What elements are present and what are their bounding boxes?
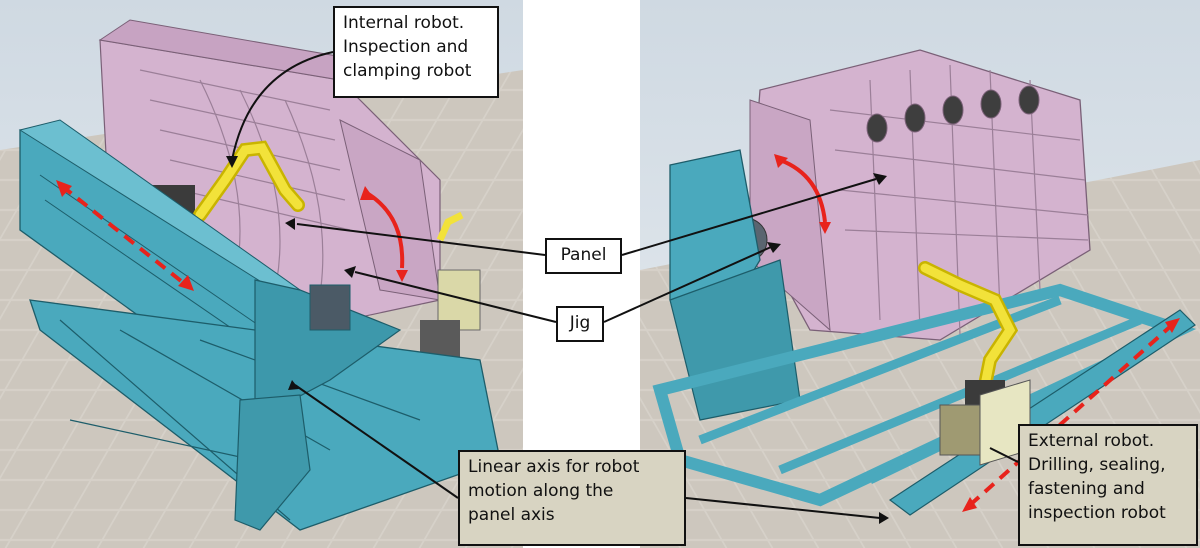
linear-arrowhead-end: [178, 275, 194, 291]
linear-arrowhead-end: [1165, 318, 1180, 333]
callout-jig-text: Jig: [569, 313, 591, 333]
callout-linear-axis-line-1: Linear axis for robot: [468, 457, 640, 477]
external-robot: [918, 261, 1031, 466]
callout-external-robot-line-4: inspection robot: [1028, 503, 1166, 523]
rotation-arrowhead-top: [360, 186, 375, 200]
linear-arrow-left: [60, 184, 188, 287]
callout-external-robot: External robot. Drilling, sealing, faste…: [1018, 424, 1198, 546]
callout-panel: Panel: [545, 238, 622, 274]
callout-panel-text: Panel: [560, 245, 607, 265]
callout-internal-robot-line-3: clamping robot: [343, 61, 472, 81]
callout-internal-robot-line-1: Internal robot.: [343, 13, 465, 33]
callout-jig: Jig: [556, 306, 604, 342]
linear-arrow-right: [968, 323, 1174, 507]
linear-arrowhead-start: [962, 497, 977, 512]
callout-linear-axis-line-3: panel axis: [468, 505, 555, 525]
callout-internal-robot-line-2: Inspection and: [343, 37, 469, 57]
callout-internal-robot: Internal robot. Inspection and clamping …: [333, 6, 499, 98]
callout-linear-axis: Linear axis for robot motion along the p…: [458, 450, 686, 546]
callout-external-robot-line-3: fastening and: [1028, 479, 1145, 499]
linear-arrowhead-start: [56, 180, 72, 197]
callout-linear-axis-line-2: motion along the: [468, 481, 614, 501]
rotation-arrowhead-top: [774, 154, 788, 168]
callout-external-robot-line-1: External robot.: [1028, 431, 1155, 451]
callout-external-robot-line-2: Drilling, sealing,: [1028, 455, 1166, 475]
